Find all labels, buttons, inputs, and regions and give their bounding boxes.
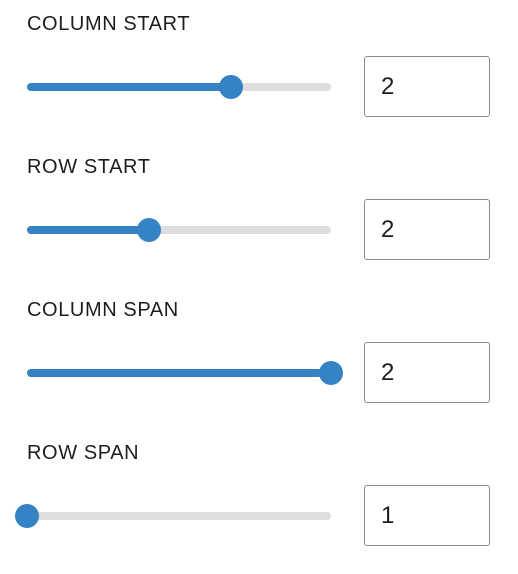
row-span-label: ROW SPAN [27, 442, 140, 464]
row-start-input[interactable] [364, 199, 490, 260]
column-span-control: COLUMN SPAN [0, 286, 518, 429]
column-start-control: COLUMN START [0, 0, 518, 143]
row-start-slider[interactable] [16, 217, 342, 243]
row-span-slider-rail[interactable] [27, 512, 331, 520]
row-span-slider[interactable] [15, 503, 342, 529]
row-span-slider-thumb[interactable] [15, 504, 39, 528]
column-start-label: COLUMN START [27, 13, 191, 35]
row-span-control: ROW SPAN [0, 429, 518, 572]
row-start-label: ROW START [27, 156, 151, 178]
row-span-input[interactable] [364, 485, 490, 546]
column-span-input[interactable] [364, 342, 490, 403]
column-span-slider[interactable] [16, 360, 343, 386]
column-span-slider-track[interactable] [27, 369, 331, 377]
column-start-slider-thumb[interactable] [218, 75, 243, 99]
column-start-input[interactable] [364, 56, 490, 117]
column-span-slider-thumb[interactable] [319, 361, 343, 385]
row-start-control: ROW START [0, 143, 518, 286]
column-span-label: COLUMN SPAN [27, 299, 179, 321]
row-start-slider-thumb[interactable] [136, 218, 161, 242]
column-start-slider-track[interactable] [27, 83, 231, 91]
row-start-slider-rail[interactable] [27, 226, 331, 234]
column-start-slider[interactable] [16, 74, 342, 100]
row-start-slider-track[interactable] [27, 226, 149, 234]
